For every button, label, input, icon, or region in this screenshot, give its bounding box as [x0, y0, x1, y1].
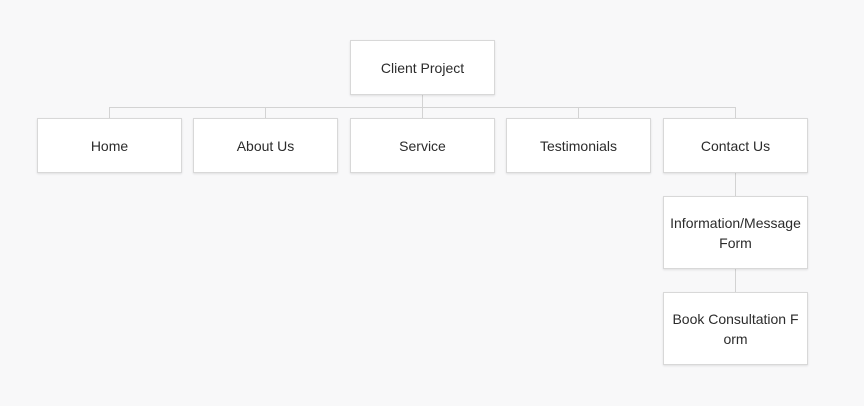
node-about-us: About Us — [193, 118, 338, 173]
node-testimonials: Testimonials — [506, 118, 651, 173]
node-label: Client Project — [380, 59, 465, 76]
node-label: Service — [399, 137, 446, 154]
node-label: Contact Us — [700, 137, 771, 154]
node-information-message-form: Information/Message Form — [663, 196, 808, 269]
node-book-consultation-form: Book Consultation Form — [663, 292, 808, 365]
node-label: About Us — [236, 137, 295, 154]
node-home: Home — [37, 118, 182, 173]
node-contact-us: Contact Us — [663, 118, 808, 173]
node-label: Book Consultation Form — [672, 310, 799, 347]
node-service: Service — [350, 118, 495, 173]
node-label: Testimonials — [539, 137, 618, 154]
node-client-project: Client Project — [350, 40, 495, 95]
node-label: Information/Message Form — [670, 214, 801, 251]
node-label: Home — [90, 137, 129, 154]
